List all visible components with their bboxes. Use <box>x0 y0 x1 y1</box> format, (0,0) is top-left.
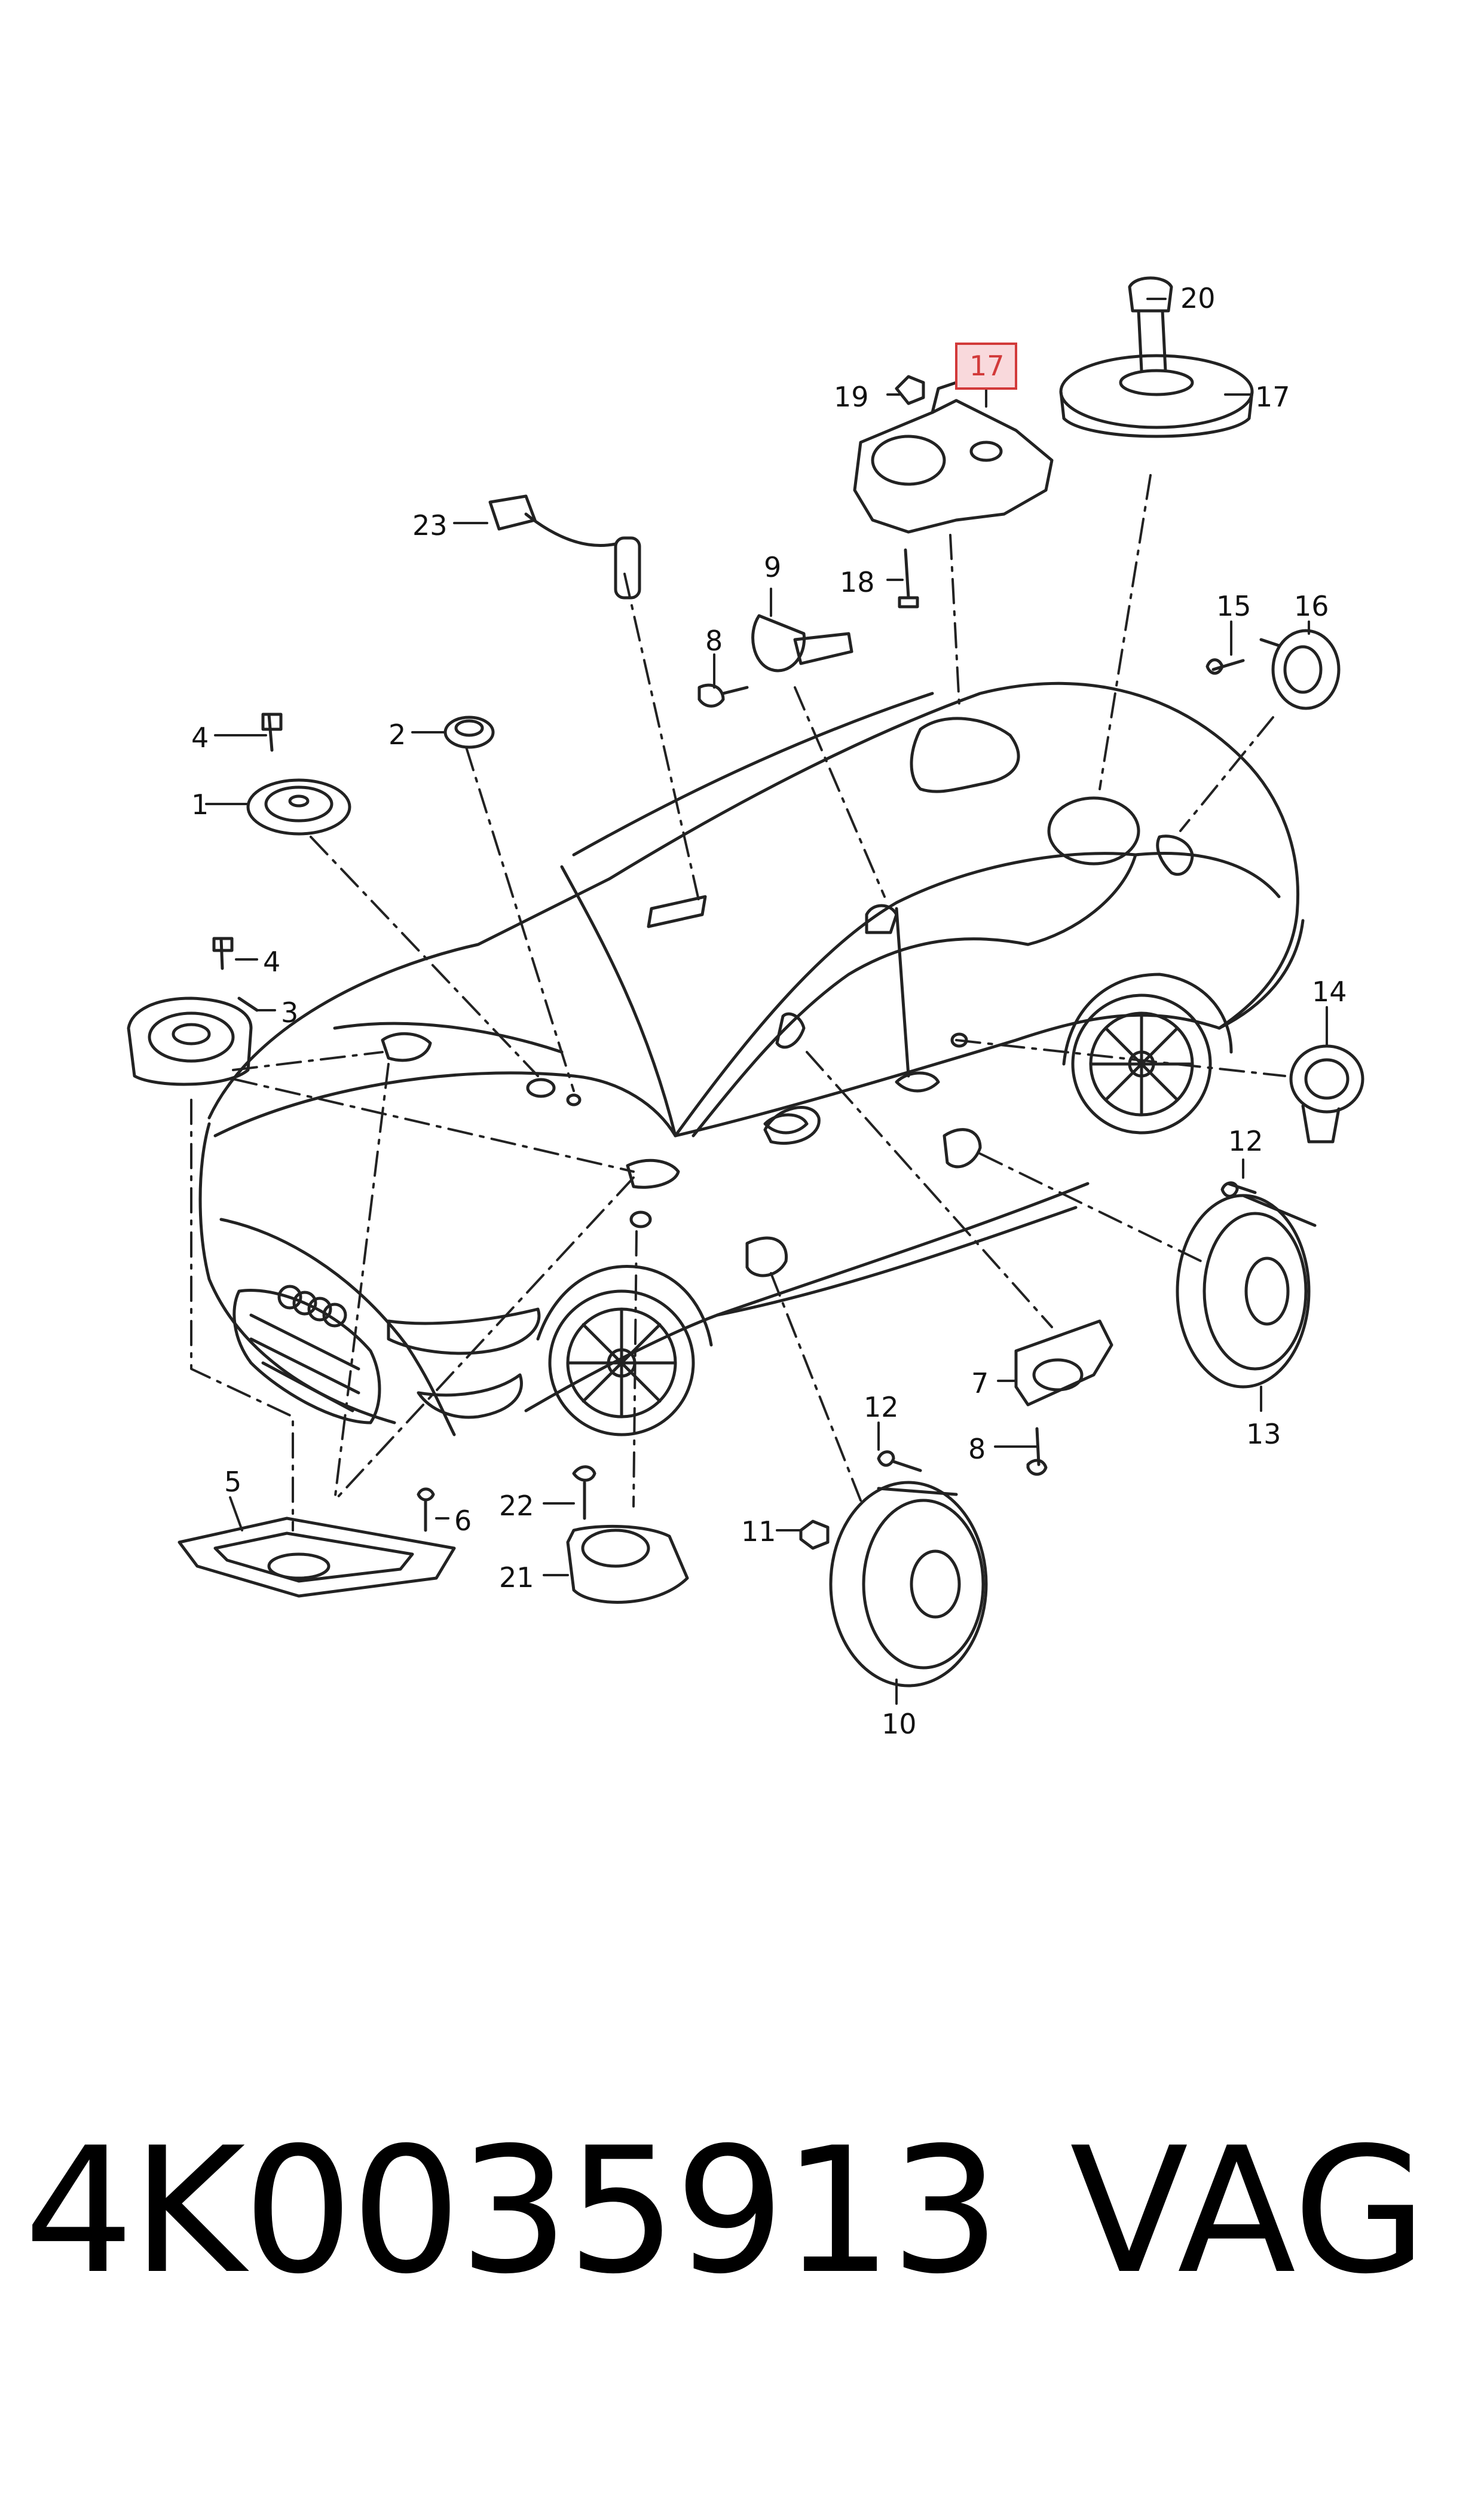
callout-20: 20 <box>1180 282 1216 314</box>
callout-16: 16 <box>1294 590 1329 622</box>
round-subwoofer-icon <box>1059 276 1254 438</box>
callout-5: 5 <box>224 1466 241 1498</box>
rear-tweeter-icon <box>1259 629 1341 710</box>
grommet-icon <box>443 716 495 749</box>
callout-12: 12 <box>1228 1125 1263 1157</box>
door-tweeter-icon <box>1289 1044 1364 1144</box>
callout-10: 10 <box>882 1708 917 1740</box>
callout-labels: 20 17 17 19 18 23 9 8 4 1 2 4 3 15 16 14… <box>191 282 1347 1740</box>
subwoofer-box-icon <box>853 381 1054 534</box>
bolt-icon <box>417 1487 435 1532</box>
exploded-parts-diagram: 20 17 17 19 18 23 9 8 4 1 2 4 3 15 16 14… <box>127 276 1364 1740</box>
brand-label: VAG <box>1070 2111 1427 2312</box>
callout-2: 2 <box>388 719 406 751</box>
callout-21: 21 <box>499 1561 534 1594</box>
callout-11: 11 <box>741 1515 776 1548</box>
bolt-icon <box>261 713 283 752</box>
callout-19: 19 <box>834 381 869 413</box>
screw-icon <box>877 1450 922 1472</box>
rear-door-speaker-icon <box>1176 1194 1317 1389</box>
screw-icon <box>1026 1427 1048 1476</box>
midrange-speaker-icon <box>246 778 351 836</box>
callout-13: 13 <box>1246 1418 1281 1450</box>
callout-4-second: 4 <box>263 946 280 978</box>
bolt-icon <box>212 937 234 970</box>
callout-18: 18 <box>840 566 875 598</box>
antenna-cable-icon <box>488 494 641 600</box>
screw-icon <box>572 1465 596 1520</box>
clip-icon <box>799 1520 830 1550</box>
callout-17: 17 <box>1255 381 1290 413</box>
center-speaker-icon <box>127 996 259 1086</box>
screw-icon <box>697 683 749 708</box>
callout-6: 6 <box>454 1505 472 1537</box>
tweeter-holder-icon <box>1014 1319 1113 1407</box>
bolt-icon <box>898 548 919 609</box>
callout-15: 15 <box>1216 590 1252 622</box>
callout-leaders <box>205 298 1328 1705</box>
callout-9: 9 <box>764 551 781 583</box>
car-outline <box>198 681 1305 1436</box>
leader-lines <box>190 474 1286 1531</box>
front-door-woofer-icon <box>829 1481 988 1687</box>
screw-icon <box>1205 658 1245 675</box>
callout-14: 14 <box>1312 976 1347 1008</box>
callout-22: 22 <box>499 1490 534 1522</box>
callout-3: 3 <box>281 996 298 1029</box>
center-tweeter-icon <box>566 1524 689 1604</box>
callout-1: 1 <box>191 788 209 821</box>
callout-17-highlighted: 17 <box>969 350 1005 382</box>
nut-icon <box>895 375 925 405</box>
tweeter-bracket-icon <box>751 614 853 672</box>
callout-7: 7 <box>971 1367 989 1399</box>
callout-8: 8 <box>705 625 723 657</box>
callout-23: 23 <box>412 509 448 542</box>
speaker-frame-icon <box>178 1517 456 1598</box>
screw-icon <box>1220 1181 1257 1198</box>
part-number: 4K0035913 <box>24 2111 1000 2312</box>
callout-8-second: 8 <box>968 1433 986 1465</box>
highlighted-callout-box <box>955 343 1017 390</box>
mounting-cutouts <box>381 717 1194 1277</box>
callout-12-second: 12 <box>864 1391 899 1423</box>
callout-4: 4 <box>191 722 209 754</box>
